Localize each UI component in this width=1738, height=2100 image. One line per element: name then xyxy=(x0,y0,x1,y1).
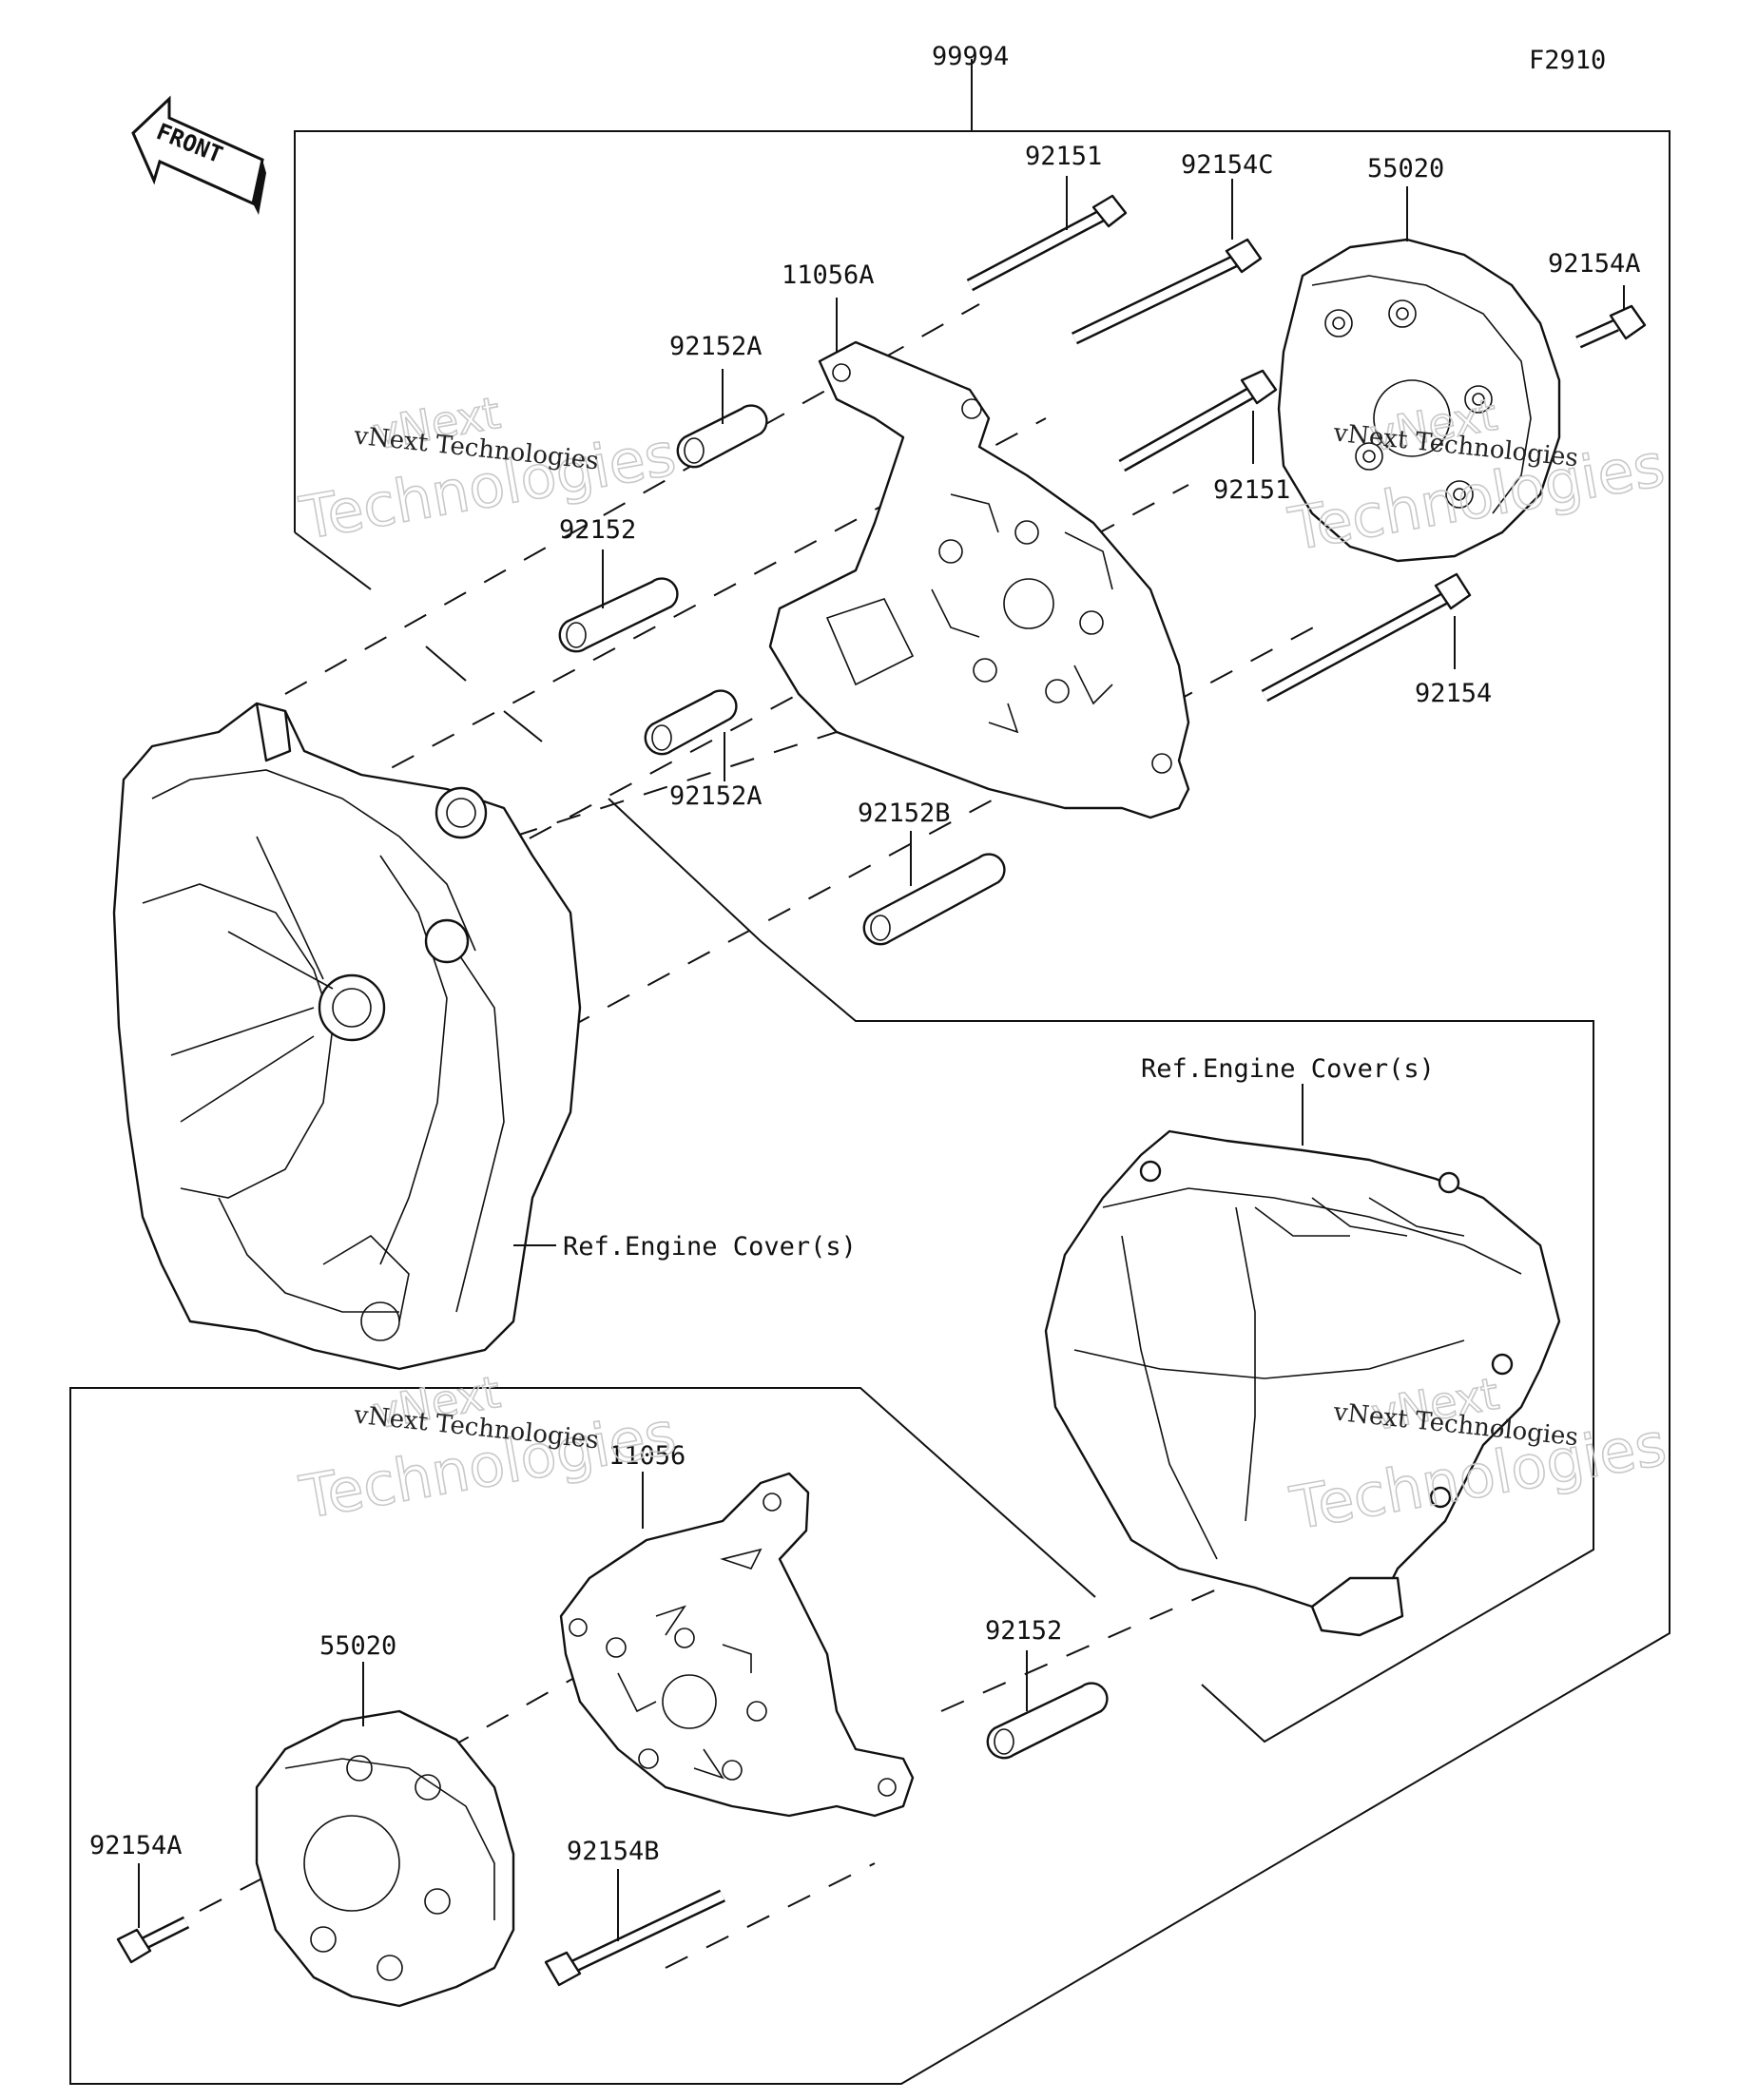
bolt-92154c xyxy=(1071,238,1263,345)
label-92154: 92154 xyxy=(1415,679,1492,708)
label-92154a-bottom: 92154A xyxy=(89,1831,183,1860)
label-92154b: 92154B xyxy=(567,1837,660,1866)
label-92152a-top: 92152A xyxy=(669,332,763,361)
collar-92152a-top xyxy=(676,404,768,469)
engine-cover-right xyxy=(1044,1129,1561,1637)
label-92152b: 92152B xyxy=(858,799,951,828)
figure-code: F2910 xyxy=(1529,46,1606,75)
label-99994: 99994 xyxy=(932,42,1009,71)
label-ref-left: Ref.Engine Cover(s) xyxy=(563,1232,857,1262)
collar-92152b xyxy=(862,853,1006,946)
label-11056: 11056 xyxy=(608,1441,686,1471)
cover-55020-bottom xyxy=(255,1709,515,2008)
bolt-92154a-top xyxy=(1575,304,1647,349)
label-55020-bottom: 55020 xyxy=(319,1631,396,1661)
label-92152a-mid: 92152A xyxy=(669,781,763,811)
collar-92152a-mid xyxy=(644,689,738,756)
front-arrow-icon: FRONT xyxy=(131,95,266,215)
label-55020-top: 55020 xyxy=(1367,154,1444,183)
label-92154a-top: 92154A xyxy=(1548,249,1641,279)
label-92151-mid: 92151 xyxy=(1213,475,1290,505)
collar-92152-top xyxy=(558,577,679,653)
bolt-92154a-bottom xyxy=(116,1916,190,1964)
kit-outline xyxy=(69,59,1670,2085)
label-92151-top: 92151 xyxy=(1025,142,1102,171)
engine-cover-left xyxy=(112,702,582,1371)
bolt-92151-top xyxy=(966,194,1128,292)
collar-92152-bottom xyxy=(986,1682,1109,1760)
label-11056a: 11056A xyxy=(782,260,875,290)
bolt-92154 xyxy=(1261,572,1472,703)
bracket-11056 xyxy=(559,1472,915,1818)
bracket-11056a xyxy=(768,340,1190,819)
cover-55020-top xyxy=(1277,238,1561,563)
bolt-92151-mid xyxy=(1118,369,1278,472)
label-ref-upper: Ref.Engine Cover(s) xyxy=(1141,1054,1435,1084)
label-92152-top: 92152 xyxy=(559,515,636,545)
bolt-92154b xyxy=(544,1889,726,1987)
label-92154c: 92154C xyxy=(1181,150,1274,180)
label-92152-bottom: 92152 xyxy=(985,1616,1062,1646)
